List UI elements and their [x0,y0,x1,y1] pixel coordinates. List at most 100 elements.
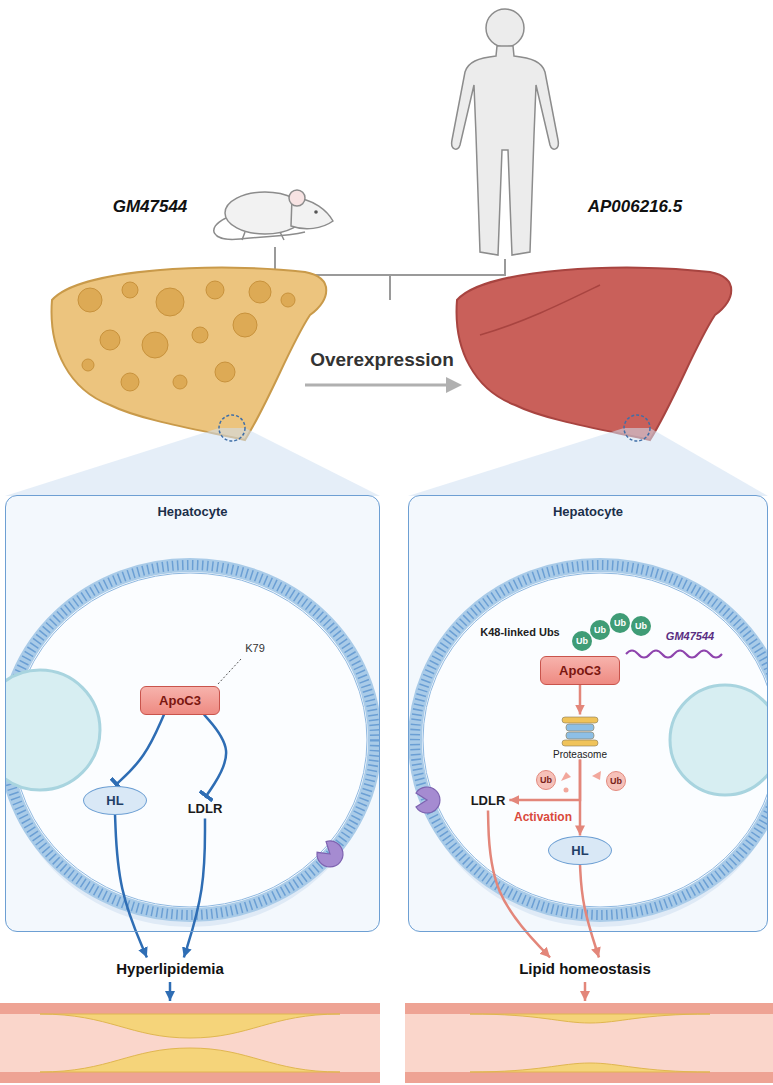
membrane-lipids [415,565,768,915]
connector [184,819,205,958]
artery-lumen [405,1014,773,1072]
ubiquitin-circle: Ub [572,631,592,651]
mouse-eye [314,210,318,214]
outcome-arrow [584,982,587,1001]
connector [115,815,147,958]
annotation-label: GM47544 [113,197,188,217]
node-text: Hyperlipidemia [116,960,224,977]
proteasome-ring [566,724,594,731]
peptide-fragment [564,788,569,793]
label-text: GM47544 [666,630,714,642]
fat-droplet [78,288,102,312]
connector [204,715,226,798]
edge-label-text: Activation [514,810,572,824]
overexpression-arrow [305,384,448,387]
fat-droplet [206,281,224,299]
cell-membrane [415,565,768,915]
fat-droplet [215,362,235,382]
fat-droplet [249,281,271,303]
edge-label: Activation [514,810,572,824]
cell-left [5,565,375,927]
connector [115,715,164,786]
cell-panel: HepatocyteUbUbUbUbApoC3ProteasomeUbUbLDL… [408,495,768,932]
connector-group [115,685,599,958]
zoom-wedge [408,428,768,496]
k79-leader [218,659,241,684]
nucleus [670,685,768,795]
label-text: K48-linked Ubs [480,626,559,638]
node-text: LDLR [471,793,506,808]
proteasome-ring [566,732,594,739]
fat-droplet [173,375,187,389]
fat-droplet [156,288,184,316]
plaque [470,1014,710,1023]
fat-droplet [121,373,139,391]
ubiquitin-fragment: Ub [536,770,556,790]
zoom-wedge [5,428,380,496]
mouse-ear [289,190,305,206]
ldlr-receptor [313,837,348,872]
node-text: HL [571,843,588,858]
connector [488,811,550,958]
healthy-liver [457,268,732,440]
peptide-fragment [561,772,571,781]
liver-lobe-line [480,285,600,335]
human-head [486,9,524,47]
node-text: Ub [572,631,592,651]
proteasome-ring [562,740,598,746]
enzyme-ellipse: HL [83,786,146,815]
protein-box: ApoC3 [140,686,220,715]
outcome-label: Hyperlipidemia [112,958,228,979]
fatty-liver [52,268,327,440]
annotation-label: GM47544 [666,630,714,642]
node-text: Ub [610,613,630,633]
connector [579,685,582,715]
label-text: K79 [245,642,265,654]
plaque [40,1048,340,1072]
node-text: ApoC3 [559,663,601,678]
plaque [40,1014,340,1038]
annotation-label: AP006216.5 [588,197,683,217]
connector [509,760,580,801]
node-text: Proteasome [553,749,607,760]
artery-lumen [0,1014,380,1072]
overexpression-arrow-head [446,377,462,393]
fat-droplet [281,293,295,307]
ubiquitin-fragment: Ub [606,771,626,791]
node-text: Ub [631,616,651,636]
node-text: LDLR [188,801,223,816]
proteasome-icon [558,715,602,749]
annotation-label: Overexpression [310,349,454,371]
annotation-label: K48-linked Ubs [480,626,559,638]
nucleus [5,670,100,790]
fat-droplet [100,330,120,350]
annotation-label: K79 [245,642,265,654]
protein-box: ApoC3 [540,656,620,685]
ubiquitin-circle: Ub [590,620,610,640]
label-text: AP006216.5 [588,197,683,216]
node-text: Hepatocyte [409,496,767,519]
fat-droplet [82,359,94,371]
plaque [470,1063,710,1072]
connector [580,865,599,958]
node-text: Ub [607,772,625,790]
fat-droplet [142,332,168,358]
node-text: Lipid homeostasis [519,960,651,977]
mouse-feet [242,232,284,240]
lncrna-strand [626,651,722,658]
enzyme-ellipse: HL [548,836,611,865]
proteasome-node: Proteasome [551,715,609,760]
outcome-arrow [169,982,172,1001]
zoom-circle [219,415,245,441]
receptor-label: LDLR [184,798,227,819]
proteasome-ring [562,717,598,723]
outcome-label: Lipid homeostasis [515,958,655,979]
cell-right [415,565,768,927]
fat-droplets [78,281,295,391]
zoom-circle [624,415,650,441]
receptor-label: LDLR [467,790,510,811]
node-text: Hepatocyte [6,496,379,519]
human-body [452,46,559,255]
